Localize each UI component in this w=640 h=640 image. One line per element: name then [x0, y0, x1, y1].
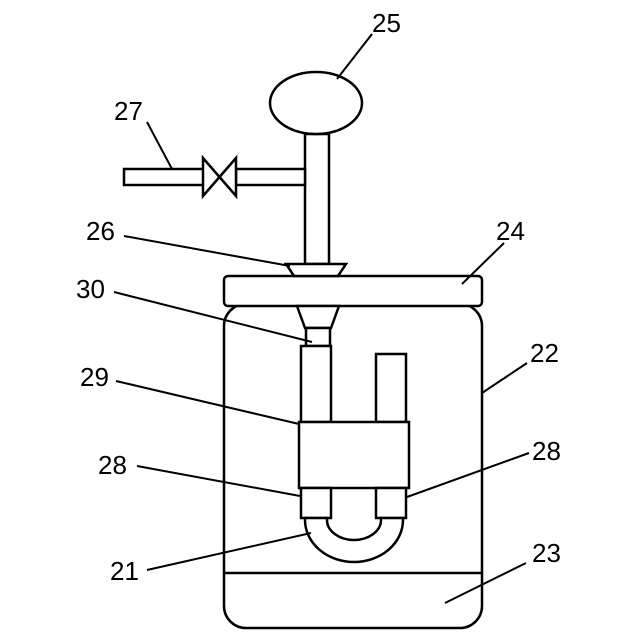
label-23: 23 — [532, 538, 561, 568]
lower-right-cylinder — [376, 488, 406, 518]
leader-line-27 — [147, 122, 172, 169]
label-21: 21 — [110, 556, 139, 586]
under-lid-funnel — [297, 306, 339, 328]
knob — [270, 72, 362, 134]
horizontal-pipe-left — [124, 169, 204, 185]
label-25: 25 — [372, 8, 401, 38]
label-24: 24 — [496, 216, 525, 246]
left-tube — [301, 346, 331, 422]
leader-line-25 — [337, 34, 372, 79]
label-29: 29 — [80, 362, 109, 392]
label-28-left: 28 — [98, 450, 127, 480]
lid — [224, 276, 482, 306]
leader-line-26 — [124, 236, 290, 266]
right-tube — [376, 354, 406, 422]
valve-icon — [203, 158, 236, 196]
connector-tube — [306, 328, 330, 346]
label-22: 22 — [530, 338, 559, 368]
label-27: 27 — [114, 96, 143, 126]
leader-line-22 — [482, 363, 527, 393]
label-26: 26 — [86, 216, 115, 246]
horizontal-pipe-right — [236, 169, 305, 185]
leader-line-24 — [462, 243, 504, 284]
label-28-right: 28 — [532, 436, 561, 466]
top-seal-cone — [286, 264, 346, 276]
center-block — [299, 422, 409, 488]
lower-left-cylinder — [301, 488, 331, 518]
vertical-rod — [305, 134, 329, 264]
label-30: 30 — [76, 274, 105, 304]
